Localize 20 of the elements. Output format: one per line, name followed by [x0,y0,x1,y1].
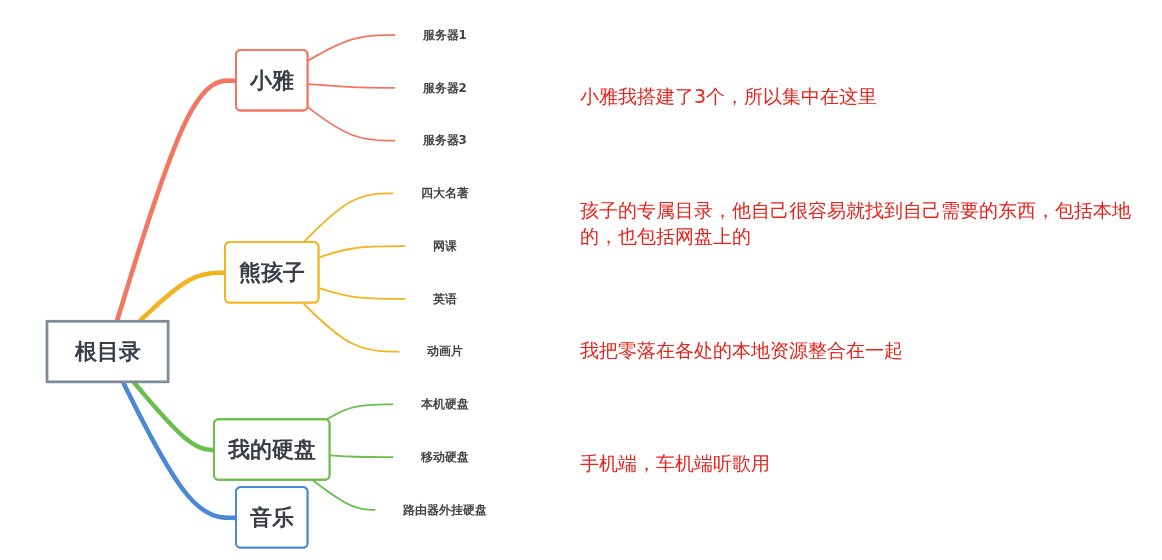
node-text: 动画片 [426,344,463,359]
connector [301,192,394,244]
connector [114,78,236,322]
node-text: 英语 [432,291,457,306]
node-box: 根目录 [45,319,169,384]
node-text: 移动硬盘 [420,449,469,464]
connector [324,403,394,421]
node-text: 四大名著 [420,186,469,200]
node-text: 服务器2 [422,80,467,95]
note-text: 孩子的专属目录，他自己很容易就找到自己需要的东西，包括本地的，也包括网盘上的 [580,197,1132,250]
node-text: 服务器1 [422,27,467,42]
note-text: 手机端，车机端听歌用 [580,451,771,476]
note-text: 我把零落在各处的本地资源整合在一起 [580,337,904,363]
node-text: 服务器3 [422,133,467,148]
node-text: 网课 [432,238,457,253]
node-text: 本机硬盘 [420,397,469,411]
note-text: 小雅我搭建了3个，所以集中在这里 [580,84,879,110]
connector [306,106,396,142]
connector [301,302,400,353]
node-text: 路由器外挂硬盘 [402,502,486,517]
